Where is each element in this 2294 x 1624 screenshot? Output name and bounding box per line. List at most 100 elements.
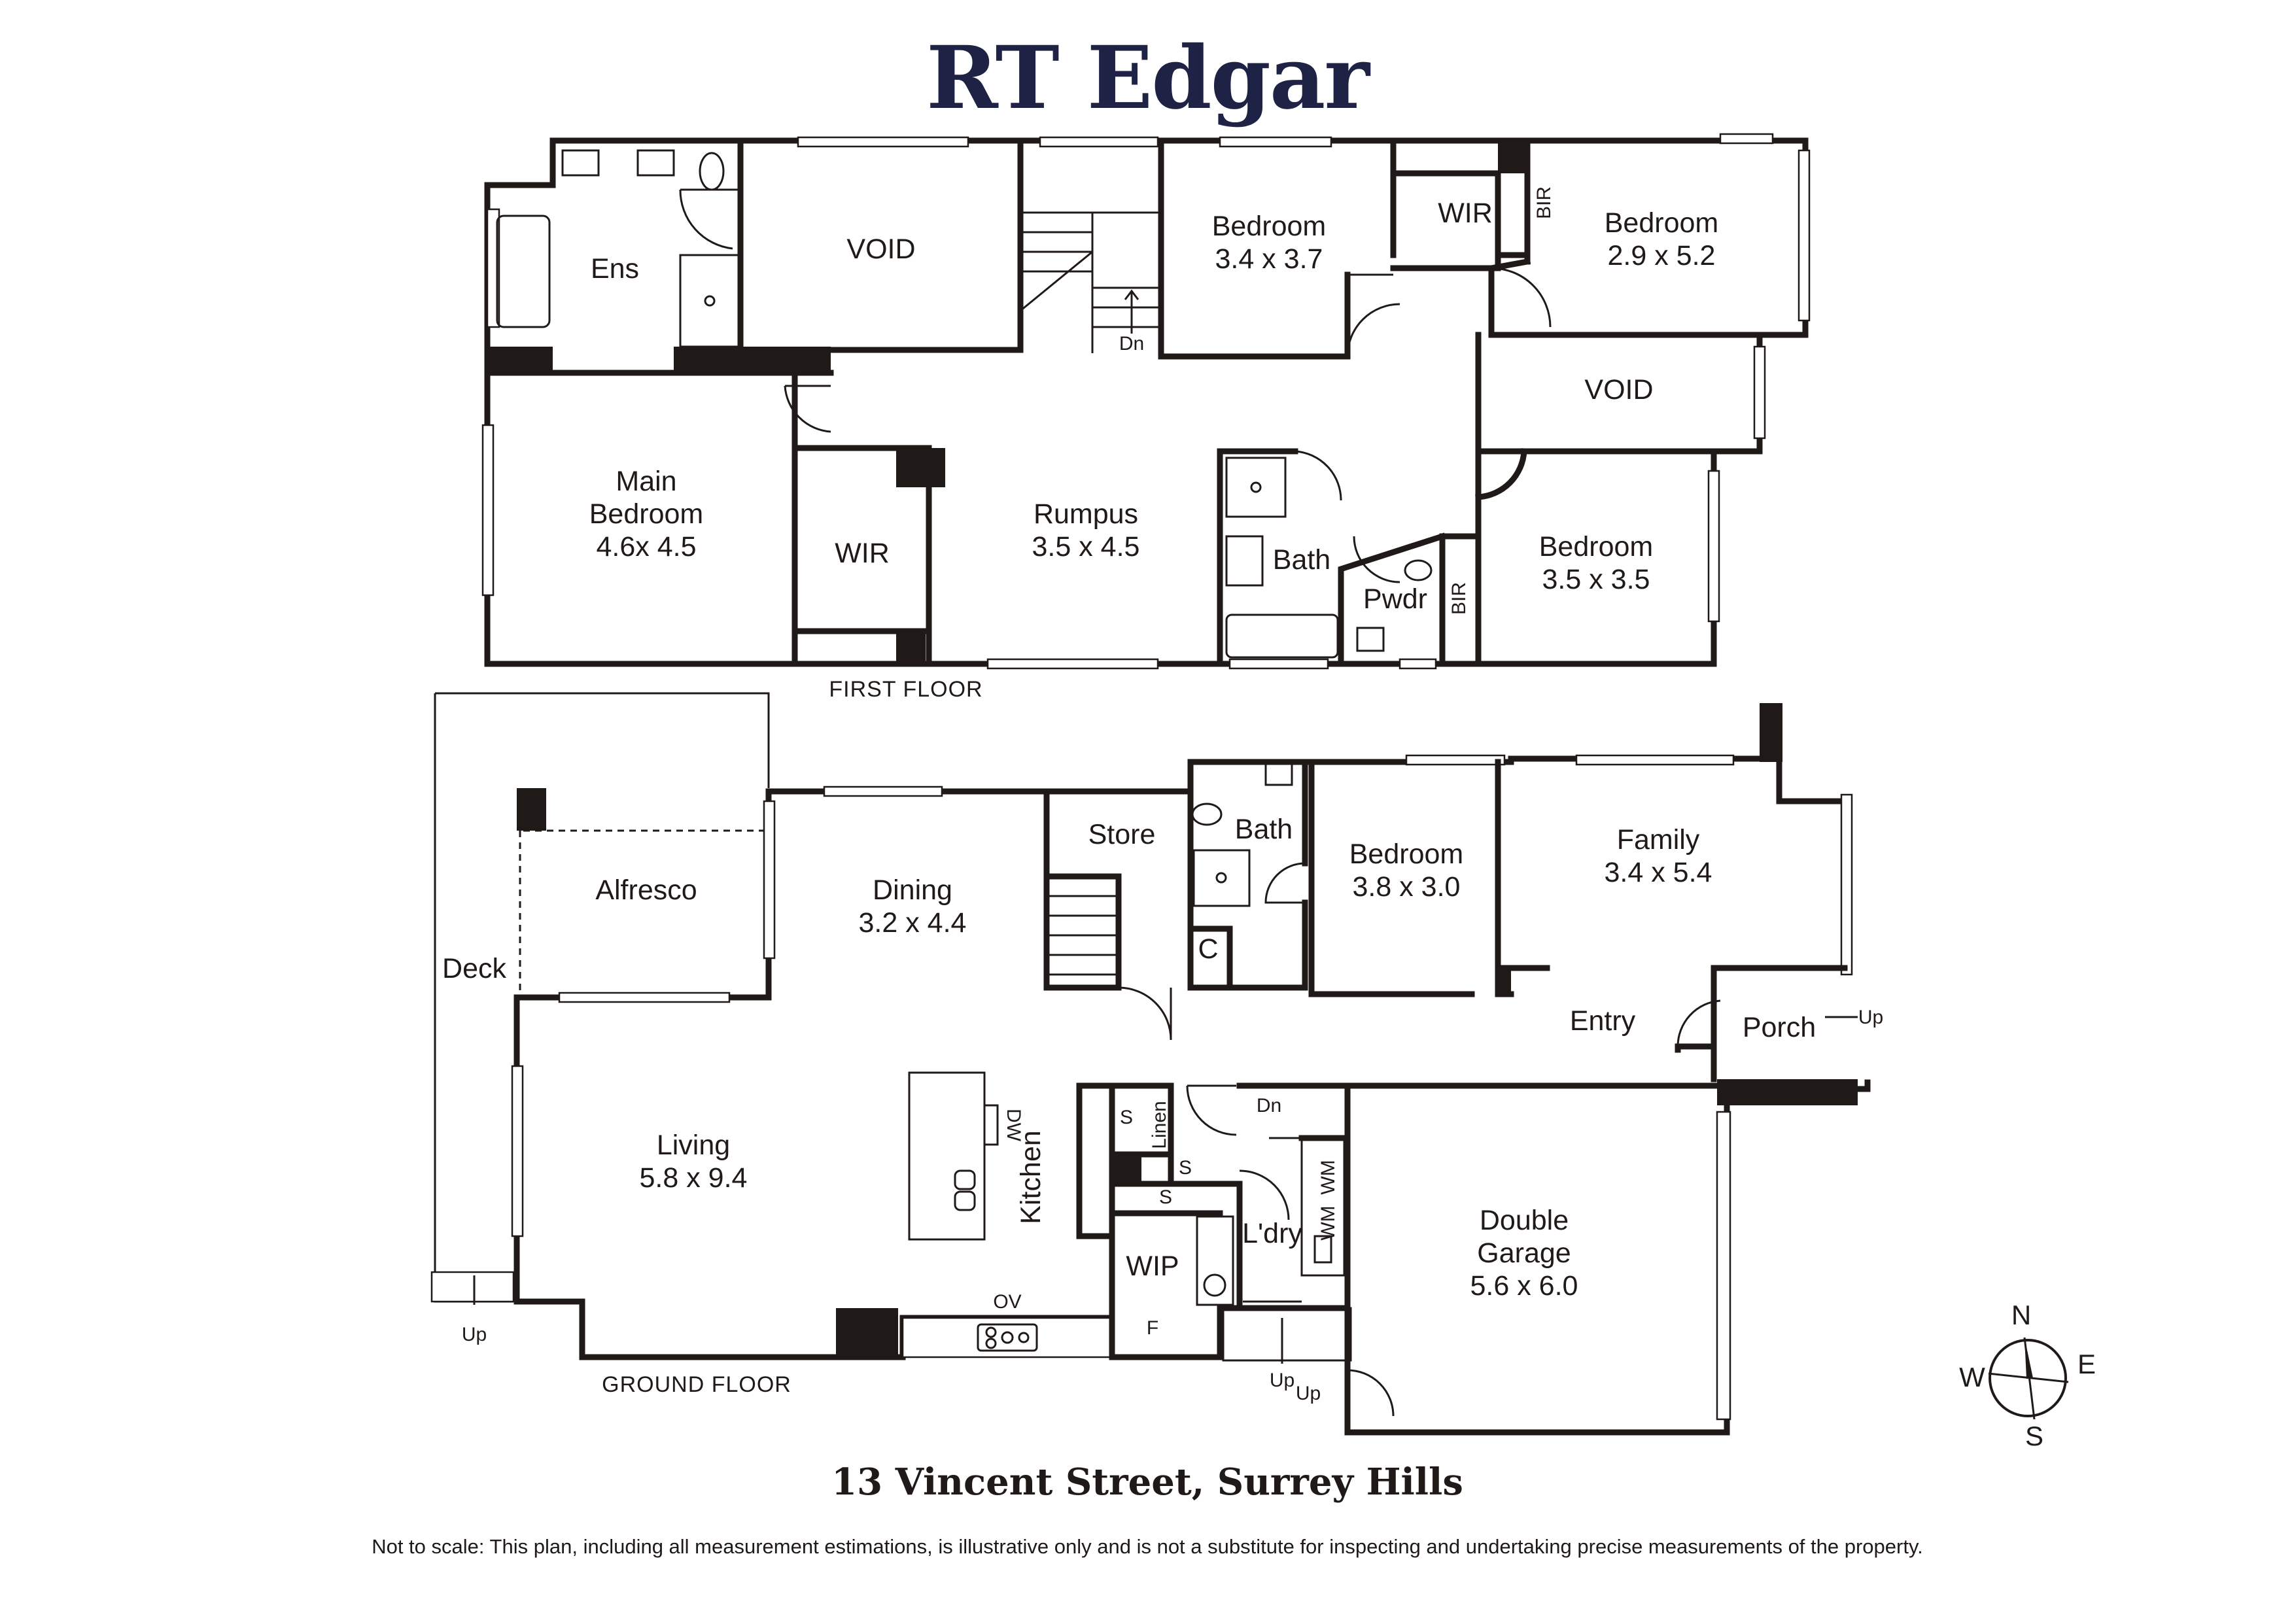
ground-bath-drain [1215, 872, 1227, 884]
ens-door [679, 188, 739, 250]
kitchen-island [908, 1071, 986, 1241]
pwdr-toilet [1404, 559, 1433, 581]
room-dining-label: Dining [873, 874, 952, 906]
room-bedroom-b-size: 2.9 x 5.2 [1608, 240, 1716, 271]
room-bedroom-c-label: Bedroom [1539, 531, 1653, 562]
cooktop-burner-3 [1001, 1331, 1014, 1344]
dining-window [823, 786, 943, 797]
wm-2-label: WM [1317, 1205, 1339, 1240]
wir-pillar-bottom [896, 631, 926, 664]
bir-top-wall [1495, 137, 1531, 258]
cooktop-burner-2 [985, 1338, 997, 1349]
room-alfresco-label: Alfresco [595, 874, 697, 906]
pwdr-window [1399, 658, 1437, 670]
alfresco-post [517, 788, 546, 831]
room-ground-bath-label: Bath [1235, 814, 1293, 845]
shelf-s-3-label: S [1159, 1186, 1172, 1208]
ens-basin-1 [561, 149, 600, 177]
compass-s: S [2025, 1421, 2043, 1451]
ens-shower [679, 254, 740, 348]
main-bedroom-wall [791, 370, 932, 667]
room-bath-label: Bath [1273, 544, 1330, 576]
bath-wall [1217, 448, 1446, 667]
room-garage-size: 5.6 x 6.0 [1470, 1270, 1578, 1302]
wir-pillar [1498, 141, 1527, 173]
room-garage-label-1: Double [1480, 1205, 1569, 1236]
ground-floor-north-wall [765, 755, 1848, 804]
room-bir-bottom-label: BIR [1448, 582, 1470, 615]
room-ldry-label: L'dry [1242, 1218, 1302, 1249]
bath-door [1295, 450, 1342, 501]
family-window-east [1840, 793, 1853, 976]
void-left-window [797, 136, 969, 148]
room-family-label: Family [1617, 824, 1700, 855]
bath-shower [1225, 457, 1287, 518]
room-wir-main-label: WIR [835, 538, 890, 569]
room-bedroom-a-label: Bedroom [1212, 211, 1326, 242]
laundry-basin [1313, 1235, 1332, 1264]
living-window-north [558, 992, 731, 1003]
room-main-bedroom-size: 4.6x 4.5 [597, 531, 697, 562]
ground-floor-stairs [1047, 895, 1119, 976]
bedroom-a-wall [1158, 137, 1397, 360]
family-window-north [1575, 754, 1735, 766]
ens-shower-drain [704, 295, 716, 307]
alfresco-window [763, 800, 776, 959]
room-c-label: C [1198, 933, 1218, 965]
room-wir-top-label: WIR [1438, 198, 1493, 229]
linen-label: Linen [1149, 1101, 1170, 1149]
wir-top-wall [1390, 170, 1501, 271]
ens-basin-2 [636, 149, 675, 177]
room-bedroom-a-size: 3.4 x 3.7 [1215, 243, 1323, 275]
bedroom-b-window-north [1719, 133, 1774, 145]
bedroom-b-door [1491, 267, 1552, 328]
brand-logo-text: RT Edgar [926, 27, 1370, 129]
ens-toilet [699, 152, 725, 191]
deck-up-label: Up [462, 1324, 487, 1345]
compass-w: W [1959, 1362, 1985, 1392]
room-void-left-label: VOID [846, 233, 915, 265]
first-floor-stairs [1020, 136, 1161, 353]
pantry-block [1112, 1154, 1141, 1184]
washing-machine-nook [1300, 1137, 1346, 1277]
room-wip-label: WIP [1126, 1251, 1179, 1282]
shelf-s-1-label: S [1120, 1107, 1133, 1128]
sink-bowl-1 [954, 1169, 976, 1190]
property-address: 13 Vincent Street, Surrey Hills [831, 1460, 1463, 1504]
room-ground-bedroom-label: Bedroom [1349, 838, 1463, 870]
fridge-f-label: F [1147, 1317, 1158, 1339]
first-floor-label: FIRST FLOOR [829, 677, 982, 702]
deck-steps [430, 1271, 515, 1303]
cooktop [977, 1323, 1038, 1352]
garage-door-panel [1716, 1111, 1731, 1421]
room-porch-label: Porch [1743, 1012, 1816, 1043]
main-bedroom-door [784, 385, 831, 433]
living-wall-block [836, 1308, 898, 1357]
porch-wall-block [1717, 1079, 1858, 1105]
laundry-stair-door [1186, 1084, 1237, 1136]
store-door [1118, 986, 1172, 1041]
bath-tub [1225, 613, 1339, 659]
room-store-label: Store [1088, 819, 1156, 850]
room-ground-bedroom-size: 3.8 x 3.0 [1353, 871, 1461, 903]
ov-label: OV [993, 1291, 1021, 1313]
room-rumpus-label: Rumpus [1034, 498, 1138, 530]
ground-bath-basin [1264, 763, 1293, 786]
ground-bath-shower [1192, 849, 1251, 907]
ground-bath-wall [1187, 759, 1308, 991]
fridge-nook [1196, 1215, 1234, 1306]
bedroom-a-door [1346, 273, 1400, 357]
laundry-door [1239, 1169, 1290, 1220]
room-bedroom-c-size: 3.5 x 3.5 [1542, 564, 1650, 595]
bathtub [496, 215, 551, 328]
pantry-wall [1076, 1082, 1243, 1360]
bedroom-b-window-east [1798, 149, 1811, 322]
bedroom-b-wall [1487, 252, 1763, 338]
bath-window [1228, 658, 1329, 670]
laundry-steps [1222, 1307, 1352, 1362]
bedroom-a-window [1219, 136, 1332, 148]
room-dining-size: 3.2 x 4.4 [859, 907, 967, 939]
cooktop-burner-1 [985, 1326, 997, 1338]
room-void-right-label: VOID [1584, 374, 1653, 406]
